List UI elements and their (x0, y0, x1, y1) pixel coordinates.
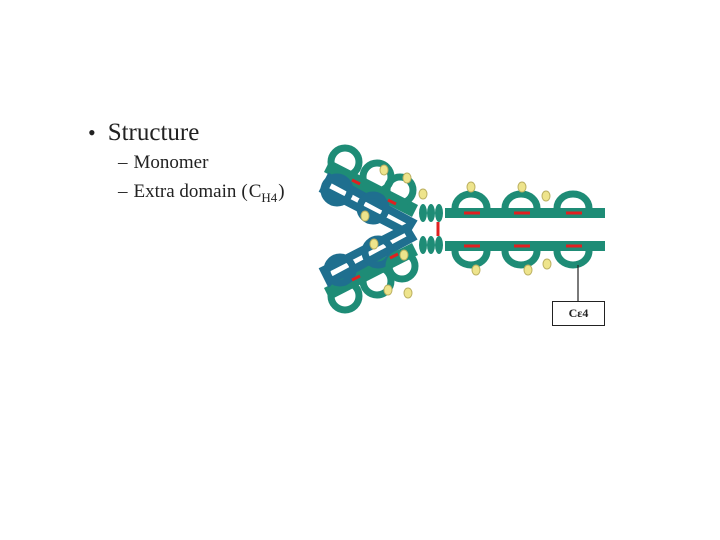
hinge-segment (427, 204, 435, 222)
hinge-segment (419, 204, 427, 222)
carbohydrate-marker (370, 239, 378, 249)
carbohydrate-marker (472, 265, 480, 275)
carbohydrate-marker (419, 189, 427, 199)
fc-domain-loop (455, 251, 487, 265)
fc-region (445, 182, 605, 275)
fc-domain-loop (505, 194, 537, 208)
ige-antibody-diagram (300, 140, 620, 320)
carbohydrate-marker (524, 265, 532, 275)
fc-domain-loop (557, 251, 589, 265)
dash: – (118, 177, 128, 206)
paren-open: ( (241, 177, 247, 206)
dash: – (118, 148, 128, 177)
carbohydrate-marker (404, 288, 412, 298)
bullet-structure: • Structure (88, 118, 286, 148)
domain-letter: C (249, 177, 262, 206)
carbohydrate-marker (361, 211, 369, 221)
carbohydrate-marker (384, 285, 392, 295)
bullet-heading: Structure (108, 118, 200, 148)
carbohydrate-marker (400, 250, 408, 260)
domain-subscript: H4 (261, 183, 277, 212)
hinge-segment (419, 236, 427, 254)
carbohydrate-marker (542, 191, 550, 201)
carbohydrate-marker (518, 182, 526, 192)
sub-bullet-text: Extra domain (134, 177, 237, 206)
hinge-segment (435, 204, 443, 222)
paren-close: ) (278, 177, 284, 206)
fc-domain-loop (455, 194, 487, 208)
fc-domain-loop (557, 194, 589, 208)
hinge-segment (435, 236, 443, 254)
fc-domain-loop (505, 251, 537, 265)
bullet-list: • Structure – Monomer – Extra domain ( C… (88, 118, 286, 207)
carbohydrate-marker (403, 173, 411, 183)
hinge-segment (427, 236, 435, 254)
sub-bullet-extra-domain: – Extra domain ( C H4 ) (118, 177, 286, 207)
bullet-dot: • (88, 118, 96, 148)
fab-arm-lower (324, 228, 418, 310)
sub-bullet-monomer: – Monomer (118, 148, 286, 177)
ce4-domain-label: Cε4 (552, 301, 605, 326)
carbohydrate-marker (380, 165, 388, 175)
hinge-region (419, 204, 443, 254)
carbohydrate-marker (543, 259, 551, 269)
carbohydrate-marker (467, 182, 475, 192)
sub-bullet-text: Monomer (134, 148, 209, 177)
fab-arm-upper (324, 148, 427, 232)
